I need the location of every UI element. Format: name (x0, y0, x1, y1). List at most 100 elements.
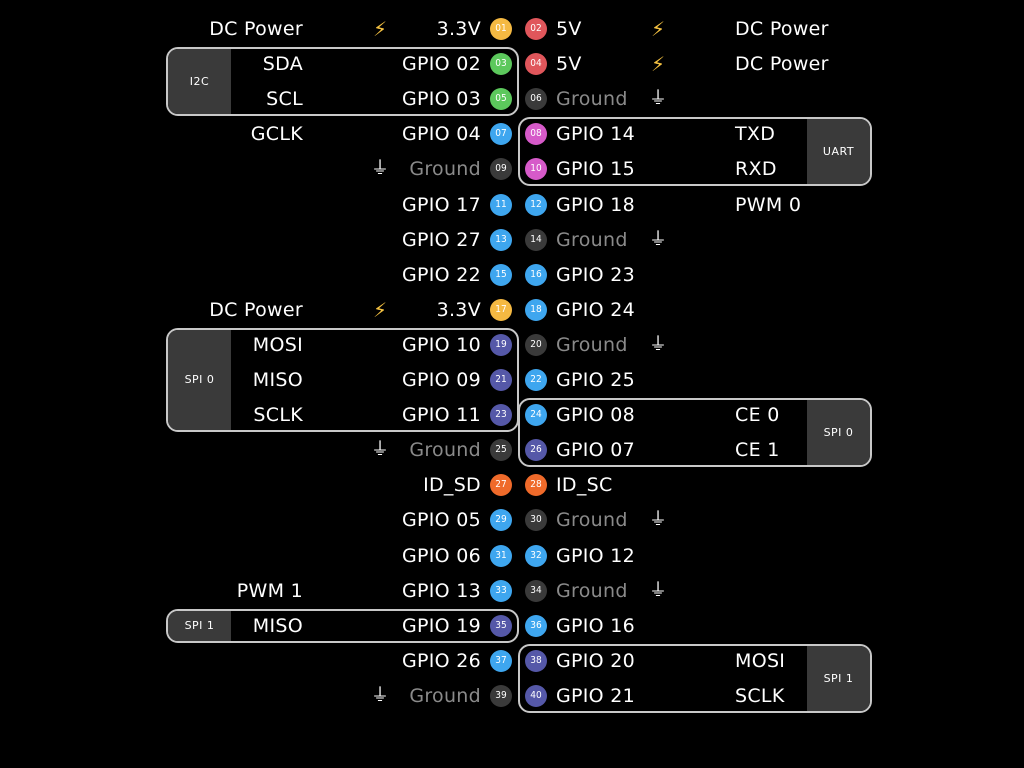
pin-number: 34 (525, 579, 547, 602)
pin-function-label: MOSI (252, 333, 303, 356)
interface-group-label: I2C (168, 49, 231, 115)
pin-number: 16 (525, 263, 547, 286)
lightning-icon: ⚡ (372, 297, 388, 322)
pin-number: 25 (490, 439, 512, 462)
pin-name: GPIO 07 (556, 439, 636, 462)
pin-number: 26 (525, 439, 547, 462)
pin-function-label: PWM 0 (735, 193, 802, 216)
pin-number: 09 (490, 158, 512, 181)
pin-number: 37 (490, 649, 512, 672)
ground-icon: ⏚ (649, 228, 667, 250)
pin-number: 20 (525, 333, 547, 356)
pin-number: 13 (490, 228, 512, 251)
pin-number: 14 (525, 228, 547, 251)
pin-name: GPIO 15 (556, 158, 636, 181)
pin-name: Ground (409, 158, 481, 181)
lightning-icon: ⚡ (650, 52, 666, 77)
pin-name: Ground (556, 333, 628, 356)
pin-name: GPIO 03 (401, 88, 481, 111)
pin-name: 3.3V (436, 298, 481, 321)
pin-name: GPIO 12 (556, 544, 636, 567)
pin-name: ID_SC (556, 474, 613, 497)
pin-number: 11 (490, 193, 512, 216)
ground-icon: ⏚ (371, 684, 389, 706)
pin-number: 28 (525, 474, 547, 497)
pin-name: Ground (556, 509, 628, 532)
pin-number: 08 (525, 123, 547, 146)
ground-icon: ⏚ (649, 509, 667, 531)
interface-group-box (166, 608, 519, 643)
pin-name: GPIO 04 (401, 123, 481, 146)
ground-icon: ⏚ (371, 158, 389, 180)
ground-icon: ⏚ (371, 439, 389, 461)
pin-number: 02 (525, 18, 547, 40)
pin-function-label: DC Power (735, 53, 829, 76)
pin-name: GPIO 13 (401, 579, 481, 602)
pin-name: GPIO 10 (401, 333, 481, 356)
pin-function-label: SCLK (735, 684, 785, 707)
interface-group-box (518, 117, 872, 187)
pin-function-label: RXD (735, 158, 777, 181)
pin-number: 07 (490, 123, 512, 146)
interface-group-label: SPI 1 (168, 610, 231, 641)
pin-name: ID_SD (423, 474, 481, 497)
pin-name: GPIO 11 (401, 404, 481, 427)
pin-number: 18 (525, 298, 547, 321)
lightning-icon: ⚡ (650, 17, 666, 41)
pin-function-label: MISO (252, 614, 303, 637)
pin-name: 5V (556, 53, 582, 76)
pin-name: GPIO 26 (401, 649, 481, 672)
pin-name: 3.3V (436, 18, 481, 40)
pin-name: GPIO 14 (556, 123, 636, 146)
pin-number: 06 (525, 88, 547, 111)
pin-name: GPIO 24 (556, 298, 636, 321)
interface-group-label: SPI 0 (168, 329, 231, 431)
pin-number: 24 (525, 404, 547, 427)
pin-function-label: GCLK (250, 123, 303, 146)
pin-name: GPIO 08 (556, 404, 636, 427)
pin-number: 10 (525, 158, 547, 181)
pin-function-label: MOSI (735, 649, 786, 672)
ground-icon: ⏚ (649, 333, 667, 355)
pin-name: GPIO 02 (401, 53, 481, 76)
pin-number: 38 (525, 649, 547, 672)
pin-function-label: CE 1 (735, 439, 780, 462)
pin-number: 35 (490, 614, 512, 637)
interface-group-box (518, 398, 872, 468)
pin-number: 39 (490, 684, 512, 707)
pin-name: GPIO 21 (556, 684, 636, 707)
pin-number: 19 (490, 333, 512, 356)
pin-function-label: SCLK (253, 404, 303, 427)
pin-number: 40 (525, 684, 547, 707)
pin-function-label: SCL (266, 88, 303, 111)
pin-name: GPIO 17 (401, 193, 481, 216)
pin-number: 36 (525, 614, 547, 637)
pin-number: 27 (490, 474, 512, 497)
pin-name: GPIO 05 (401, 509, 481, 532)
pin-number: 03 (490, 53, 512, 76)
pin-function-label: TXD (735, 123, 776, 146)
pin-name: GPIO 09 (401, 369, 481, 391)
pin-name: Ground (409, 684, 481, 707)
pin-name: GPIO 25 (556, 369, 636, 391)
pin-number: 22 (525, 369, 547, 391)
pin-number: 21 (490, 369, 512, 391)
ground-icon: ⏚ (649, 88, 667, 110)
pin-number: 17 (490, 298, 512, 321)
pin-number: 23 (490, 404, 512, 427)
pin-name: GPIO 27 (401, 228, 481, 251)
interface-group-label: SPI 1 (807, 645, 870, 711)
pin-function-label: DC Power (735, 18, 829, 40)
pin-name: GPIO 23 (556, 263, 636, 286)
pin-name: 5V (556, 18, 582, 40)
pin-name: GPIO 22 (401, 263, 481, 286)
ground-icon: ⏚ (649, 579, 667, 601)
pin-number: 31 (490, 544, 512, 567)
pin-number: 15 (490, 263, 512, 286)
pin-number: 04 (525, 53, 547, 76)
pin-function-label: DC Power (209, 298, 303, 321)
interface-group-box (166, 47, 519, 117)
pin-name: GPIO 18 (556, 193, 636, 216)
pin-name: Ground (556, 579, 628, 602)
